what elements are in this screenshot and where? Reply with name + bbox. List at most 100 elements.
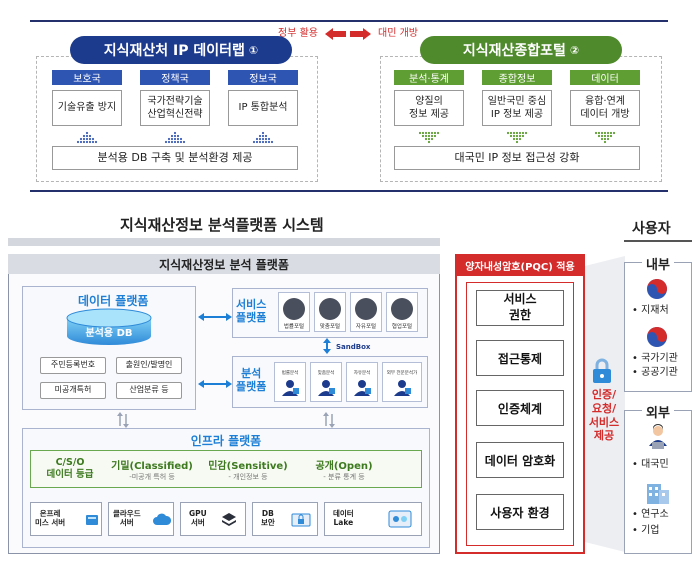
cloud-icon xyxy=(153,513,171,525)
left-tab-2: 정책국 xyxy=(140,70,210,85)
right-title-num: ② xyxy=(569,43,580,57)
portal-icon xyxy=(283,297,305,320)
analyst-icon xyxy=(318,380,335,396)
data-item-4: 산업분류 등 xyxy=(116,382,182,399)
analysis-item-2: 맞춤분석 xyxy=(310,362,342,402)
internal-item-label: 공공기관 xyxy=(641,367,678,378)
left-dots-pyramids xyxy=(52,130,298,144)
service-item-2: 맞춤포털 xyxy=(314,292,346,332)
external-item-1: • 대국민 xyxy=(632,459,669,470)
system-heading: 지식재산정보 분석플랫폼 시스템 xyxy=(120,216,324,234)
analyst-icon xyxy=(394,380,411,396)
analyst-icon xyxy=(282,380,299,396)
analysis-item-3: 자유분석 xyxy=(346,362,378,402)
auth-request-label: 인증/ 요청/ 서비스 제공 xyxy=(588,388,620,443)
analysis-item-4: 외부 전문분석가 xyxy=(382,362,422,402)
sandbox-label: SandBox xyxy=(336,343,371,351)
funnel-shape xyxy=(585,256,625,552)
system-heading-bar xyxy=(8,238,440,246)
top-rule xyxy=(30,20,668,22)
right-box-2: 일반국민 중심 IP 정보 제공 xyxy=(482,90,552,126)
service-item-label: 맞춤포털 xyxy=(319,323,341,330)
gpu-layers-icon xyxy=(222,513,236,526)
analysis-item-label: 법률분석 xyxy=(281,371,299,376)
left-bottom-box: 분석용 DB 구축 및 분석환경 제공 xyxy=(52,146,298,170)
security-title: 양자내성암호(PQC) 적용 xyxy=(455,254,585,276)
security-item-1: 서비스 권한 xyxy=(476,290,564,326)
users-heading-rule xyxy=(624,240,692,242)
taegeuk-emblem-icon xyxy=(646,278,668,300)
infra-item-onprem: 온프레 미스 서버 xyxy=(30,502,102,536)
right-title-pill: 지식재산종합포털 ② xyxy=(420,36,622,64)
grade-box xyxy=(30,450,422,488)
data-item-2: 출원인/발명인 xyxy=(116,357,182,374)
security-item-3: 인증체계 xyxy=(476,390,564,426)
infra-item-label: 데이터 Lake xyxy=(333,509,354,528)
external-item-label: 기업 xyxy=(641,525,660,536)
sandbox-arrow-icon xyxy=(322,338,332,354)
left-title-pill: 지식재산처 IP 데이터랩 ① xyxy=(70,36,292,64)
internal-title: 내부 xyxy=(642,255,674,273)
bottom-rule xyxy=(30,190,668,192)
internal-item-1: • 지재처 xyxy=(632,305,669,316)
left-tab-1: 보호국 xyxy=(52,70,122,85)
right-bottom-box: 대국민 IP 정보 접근성 강화 xyxy=(394,146,640,170)
infra-item-gpu: GPU 서버 xyxy=(180,502,246,536)
data-lake-icon xyxy=(388,510,412,528)
security-item-5: 사용자 환경 xyxy=(476,494,564,530)
users-heading: 사용자 xyxy=(632,221,671,237)
analysis-item-label: 외부 전문분석가 xyxy=(386,371,418,376)
portal-icon xyxy=(319,297,341,320)
left-box-1: 기술유출 방지 xyxy=(52,90,122,126)
analysis-platform-title: 분석 플랫폼 xyxy=(236,367,267,394)
security-inner-frame xyxy=(466,282,574,546)
data-infra-arrow-icon xyxy=(116,412,130,428)
data-item-3: 미공개특허 xyxy=(40,382,106,399)
grade-desc: -미공개 특허 등 xyxy=(129,472,175,481)
service-platform-title: 서비스 플랫폼 xyxy=(236,298,267,325)
right-tab-1: 분석·통계 xyxy=(394,70,464,85)
left-box-2: 국가전략기술 산업혁신전략 xyxy=(140,90,210,126)
lock-icon xyxy=(590,358,614,384)
internal-item-3: • 공공기관 xyxy=(632,367,678,378)
analysis-item-label: 맞춤분석 xyxy=(317,371,335,376)
analyst-icon xyxy=(354,380,371,396)
right-box-3: 융합·연계 데이터 개방 xyxy=(570,90,640,126)
grade-desc: - 분류 통계 등 xyxy=(323,472,365,481)
infra-item-cloud: 클라우드 서버 xyxy=(108,502,174,536)
right-tab-3: 데이터 xyxy=(570,70,640,85)
external-item-3: • 기업 xyxy=(632,525,660,536)
analysis-item-1: 법률분석 xyxy=(274,362,306,402)
analysis-item-label: 자유분석 xyxy=(353,371,371,376)
service-item-label: 법률포털 xyxy=(283,323,305,330)
right-box-1: 양질의 정보 제공 xyxy=(394,90,464,126)
grade-1: 기밀(Classified) -미공개 특허 등 xyxy=(106,454,198,484)
data-item-1: 주민등록번호 xyxy=(40,357,106,374)
infra-item-data-lake: 데이터 Lake xyxy=(324,502,422,536)
database-icon xyxy=(64,308,154,348)
right-tab-2: 종합정보 xyxy=(482,70,552,85)
platform-title: 지식재산정보 분석 플랫폼 xyxy=(8,254,440,274)
taegeuk-emblem-icon xyxy=(646,326,668,348)
internal-item-label: 지재처 xyxy=(641,305,669,316)
security-item-4: 데이터 암호화 xyxy=(476,442,564,478)
building-icon xyxy=(644,478,672,504)
infra-item-db-security: DB 보안 xyxy=(252,502,318,536)
service-item-1: 법률포털 xyxy=(278,292,310,332)
infra-item-label: 온프레 미스 서버 xyxy=(35,509,66,528)
infra-item-label: 클라우드 서버 xyxy=(113,509,141,528)
left-box-3: IP 통합분석 xyxy=(228,90,298,126)
service-item-label: 자유포털 xyxy=(355,323,377,330)
double-arrow-icon xyxy=(325,25,371,40)
right-dots-pyramids xyxy=(394,130,640,144)
external-item-label: 대국민 xyxy=(641,459,669,470)
service-item-3: 자유포털 xyxy=(350,292,382,332)
db-label: 분석용 DB xyxy=(85,327,133,339)
portal-icon xyxy=(391,297,413,320)
center-left-label: 정부 활용 xyxy=(278,28,318,39)
infra-item-label: GPU 서버 xyxy=(189,509,207,528)
grade-label: C/S/O 데이터 등급 xyxy=(46,457,94,480)
external-title: 외부 xyxy=(642,403,674,421)
external-item-2: • 연구소 xyxy=(632,509,669,520)
grade-name: 공개(Open) xyxy=(315,460,373,472)
